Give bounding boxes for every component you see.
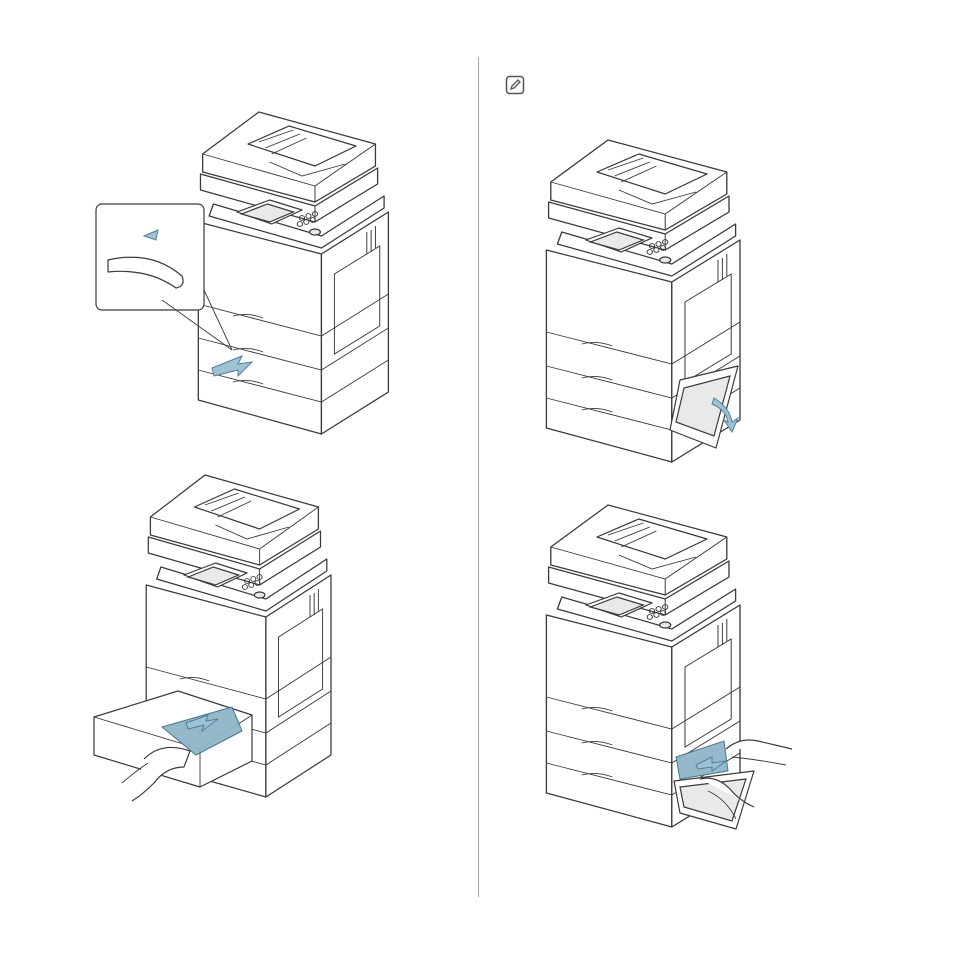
figure-1-tray-handle — [92, 100, 392, 445]
figure-3-tray-paper-removal — [92, 465, 352, 810]
note-pencil-icon — [505, 75, 525, 95]
figure-2-side-cover — [540, 130, 745, 470]
figure-4-side-paper-removal — [540, 495, 800, 835]
column-divider — [478, 57, 479, 897]
